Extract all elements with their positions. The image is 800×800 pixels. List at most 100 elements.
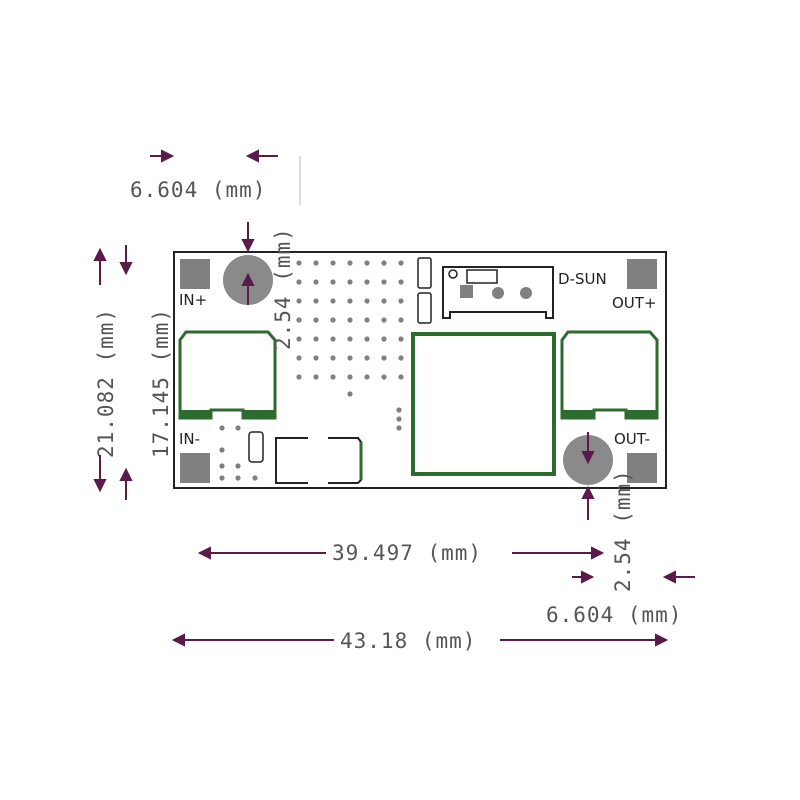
via [313, 355, 319, 361]
output-cap-pad-left [562, 410, 594, 418]
arrow-top-left-head [161, 149, 175, 163]
arrow-bottom-hole-up-head [581, 485, 595, 499]
arrow-spacing-bottom-head [119, 467, 133, 481]
pot-pin-3 [520, 287, 532, 299]
via [398, 317, 404, 323]
pot-pin-1 [460, 285, 473, 298]
arrow-43-left-head [171, 633, 185, 647]
via [398, 355, 404, 361]
output-cap-pad-right [626, 410, 657, 418]
via [347, 317, 353, 323]
via [347, 298, 353, 304]
dimension-arrows [93, 149, 695, 647]
via [381, 374, 387, 380]
via [396, 425, 402, 431]
via [313, 317, 319, 323]
via [330, 279, 336, 285]
brand-label: D-SUN [558, 270, 607, 288]
label-in-minus: IN- [179, 430, 200, 448]
via [364, 298, 370, 304]
dim-bottom-hole-diameter: 2.54 (mm) [611, 469, 635, 592]
pad-out-minus [627, 453, 657, 483]
via [219, 475, 225, 481]
via [398, 298, 404, 304]
via [381, 355, 387, 361]
via [364, 317, 370, 323]
via [364, 336, 370, 342]
via [296, 260, 302, 266]
via [364, 355, 370, 361]
via [398, 374, 404, 380]
via [313, 298, 319, 304]
smd-part-1 [417, 257, 432, 289]
via [330, 260, 336, 266]
dim-top-hole-diameter: 2.54 (mm) [271, 227, 295, 350]
via [296, 374, 302, 380]
arrow-39-left-head [197, 546, 211, 560]
pad-out-plus [627, 259, 657, 289]
via [347, 391, 353, 397]
via [235, 425, 241, 431]
dim-top-hole-offset: 6.604 (mm) [130, 178, 266, 202]
via [296, 298, 302, 304]
pad-in-minus [180, 453, 210, 483]
via [347, 336, 353, 342]
label-out-plus: OUT+ [612, 294, 657, 312]
via [347, 374, 353, 380]
arrow-43-right-head [655, 633, 669, 647]
via [219, 463, 225, 469]
via [219, 425, 225, 431]
arrow-top-hole-up-head [241, 272, 255, 286]
arrow-height-top-head [93, 247, 107, 261]
arrow-offset-left-head [581, 570, 595, 584]
via [235, 475, 241, 481]
via [313, 374, 319, 380]
via [296, 279, 302, 285]
via [381, 336, 387, 342]
via [347, 279, 353, 285]
pad-in-plus [180, 259, 210, 289]
arrow-top-hole-down-head [241, 239, 255, 253]
via [381, 279, 387, 285]
via [296, 355, 302, 361]
input-cap-pad-right [243, 410, 275, 418]
label-in-plus: IN+ [179, 291, 207, 309]
dim-hole-spacing-horizontal: 39.497 (mm) [332, 541, 482, 565]
via [364, 374, 370, 380]
via [364, 279, 370, 285]
via [296, 317, 302, 323]
dim-overall-height: 21.082 (mm) [94, 308, 118, 458]
via [313, 336, 319, 342]
via [396, 407, 402, 413]
via [381, 298, 387, 304]
via [364, 260, 370, 266]
via [296, 336, 302, 342]
dim-overall-width: 43.18 (mm) [340, 629, 476, 653]
arrow-top-right-head [245, 149, 259, 163]
label-out-minus: OUT- [614, 430, 650, 448]
via [252, 475, 258, 481]
via [347, 260, 353, 266]
via [381, 260, 387, 266]
via [398, 260, 404, 266]
via [347, 355, 353, 361]
potentiometer-outline [442, 266, 554, 319]
pot-marker [448, 269, 458, 279]
dim-hole-spacing-vertical: 17.145 (mm) [149, 308, 173, 458]
pot-label-box [466, 269, 498, 284]
smd-part-3 [248, 431, 264, 463]
via [330, 374, 336, 380]
arrow-spacing-top-head [119, 262, 133, 276]
via [330, 298, 336, 304]
input-cap-pad-left [180, 410, 211, 418]
arrow-offset-right-head [662, 570, 676, 584]
via [398, 336, 404, 342]
via [330, 317, 336, 323]
arrow-bottom-hole-down-head [581, 451, 595, 465]
arrow-39-right-head [591, 546, 605, 560]
via-grid [219, 260, 404, 481]
via [398, 279, 404, 285]
via [381, 317, 387, 323]
